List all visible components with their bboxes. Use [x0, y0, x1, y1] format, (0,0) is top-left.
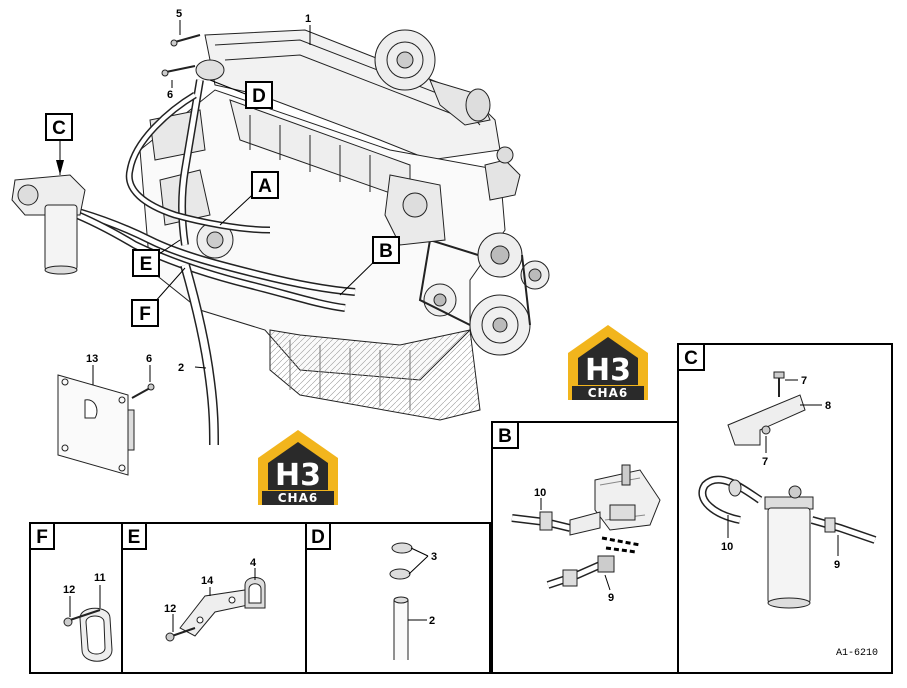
- label-5: 5: [176, 8, 182, 20]
- ecu-module: [57, 374, 135, 476]
- detail-d-label-2: 2: [429, 615, 435, 627]
- label-13: 13: [86, 353, 98, 365]
- detail-d-label-3: 3: [431, 551, 437, 563]
- fuel-hoses: [29, 79, 356, 446]
- detail-c-label-9: 9: [834, 559, 840, 571]
- bolt-6-ecu: [131, 383, 155, 399]
- label-1: 1: [305, 13, 311, 25]
- figure-reference: A1-6210: [836, 648, 878, 659]
- detail-e-label-4: 4: [250, 557, 257, 569]
- detail-f-label-12: 12: [63, 584, 75, 596]
- label-6-ecu: 6: [146, 353, 152, 365]
- logo-mark-left: H3: [275, 458, 321, 493]
- callout-b: B: [379, 241, 393, 262]
- detail-e-title: E: [128, 527, 141, 548]
- logo-text-right: CHA6: [588, 386, 629, 400]
- fuel-filter-main: [11, 174, 86, 275]
- detail-c-label-8: 8: [825, 400, 831, 412]
- detail-d-title: D: [311, 527, 325, 548]
- detail-f-label-11: 11: [94, 572, 106, 584]
- detail-c-title: C: [684, 348, 698, 369]
- detail-c-label-7-top: 7: [801, 375, 807, 387]
- detail-title-boxes: [29, 343, 705, 550]
- callout-f: F: [139, 304, 151, 325]
- detail-f-title: F: [36, 527, 48, 548]
- label-2: 2: [178, 362, 184, 374]
- detail-b-title: B: [498, 426, 512, 447]
- detail-d-hose: [389, 542, 429, 661]
- watermark-logo-left: H3 CHA6: [258, 430, 338, 505]
- detail-b-fittings: [511, 464, 661, 591]
- detail-b-label-9: 9: [608, 592, 614, 604]
- watermark-logo-right: H3 CHA6: [568, 325, 648, 400]
- callout-a: A: [258, 176, 272, 197]
- detail-e-label-14: 14: [201, 575, 214, 587]
- bolts-top: [161, 34, 201, 77]
- detail-f-clamp: [63, 585, 113, 662]
- detail-b-label-10: 10: [534, 487, 546, 499]
- detail-c-label-7-bottom: 7: [762, 456, 768, 468]
- callout-d: D: [252, 86, 266, 107]
- logo-text-left: CHA6: [278, 491, 319, 505]
- callout-c-arrow: [56, 160, 64, 175]
- detail-c-filter: [698, 371, 877, 609]
- logo-mark-right: H3: [585, 353, 631, 388]
- engine-assembly: [139, 29, 550, 421]
- callout-e: E: [140, 254, 153, 275]
- detail-c-label-10: 10: [721, 541, 733, 553]
- detail-e-bracket: [165, 568, 266, 642]
- callout-c: C: [52, 118, 66, 139]
- detail-frames: [29, 343, 893, 674]
- label-6-top: 6: [167, 89, 173, 101]
- detail-e-label-12: 12: [164, 603, 176, 615]
- callout-boxes: [45, 81, 400, 327]
